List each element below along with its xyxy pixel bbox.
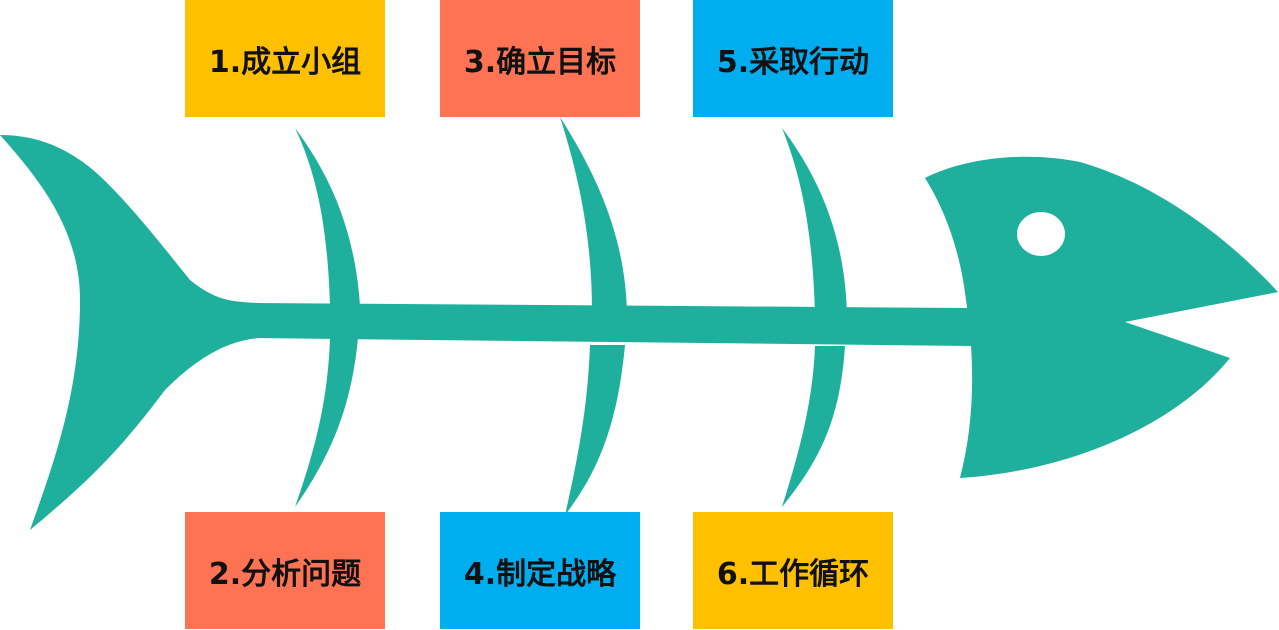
bone-top-3 [782, 128, 847, 314]
fish-eye [1017, 212, 1065, 256]
step-label: 4.制定战略 [463, 556, 617, 592]
step-box-3: 3.确立目标 [440, 0, 640, 117]
step-box-6: 6.工作循环 [693, 512, 893, 629]
bone-top-2 [560, 117, 627, 312]
bone-bottom-1 [295, 338, 358, 507]
fish-head [925, 156, 1278, 478]
step-box-5: 5.采取行动 [693, 0, 893, 117]
bone-top-1 [295, 128, 360, 306]
bone-bottom-3 [782, 346, 845, 507]
fish-tail [0, 135, 260, 530]
step-label: 6.工作循环 [716, 556, 870, 592]
step-box-4: 4.制定战略 [440, 512, 640, 629]
step-label: 3.确立目标 [463, 44, 617, 80]
step-label: 5.采取行动 [716, 44, 870, 80]
bone-bottom-2 [565, 345, 625, 515]
step-label: 1.成立小组 [208, 44, 362, 80]
step-box-2: 2.分析问题 [185, 512, 385, 629]
step-label: 2.分析问题 [208, 556, 362, 592]
fish-spine [250, 303, 972, 346]
step-box-1: 1.成立小组 [185, 0, 385, 117]
